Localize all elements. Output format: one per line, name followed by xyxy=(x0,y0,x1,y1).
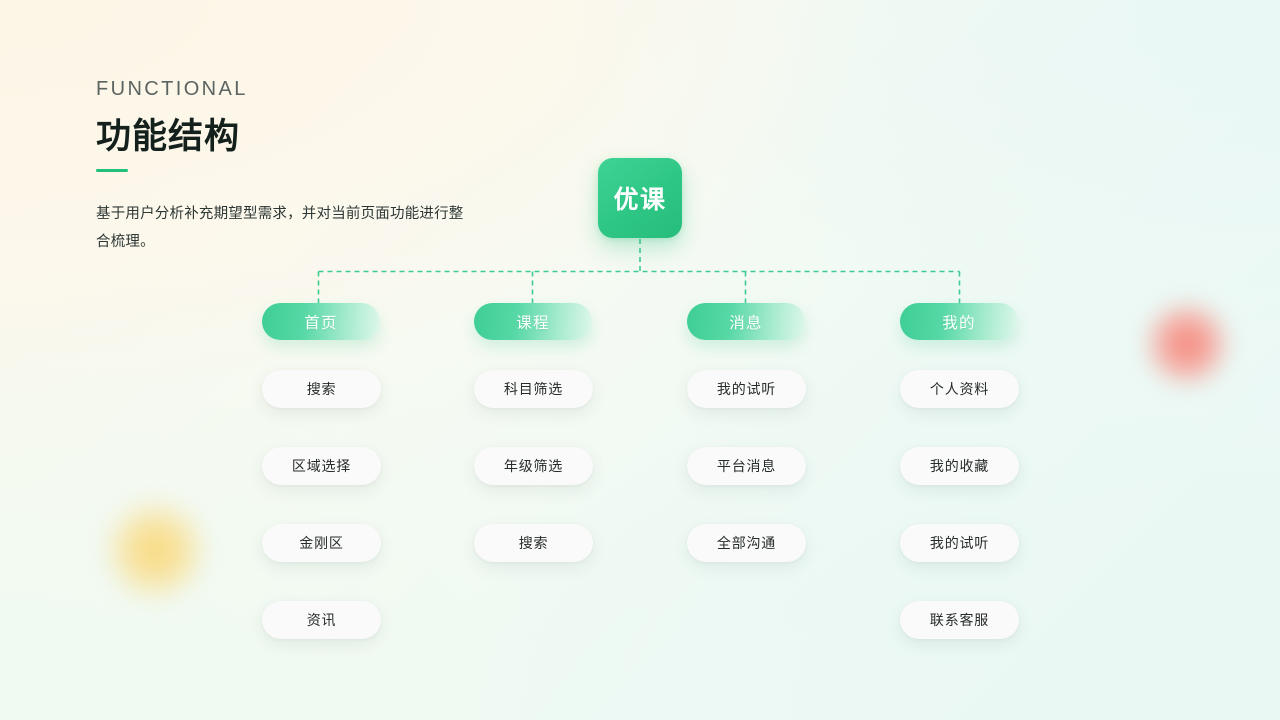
leaf-label: 搜索 xyxy=(306,381,337,397)
branch-node-home[interactable]: 首页 xyxy=(262,303,380,340)
leaf-label: 我的试听 xyxy=(716,381,777,397)
leaf-node[interactable]: 平台消息 xyxy=(687,447,806,485)
leaf-label: 资讯 xyxy=(306,612,337,628)
leaf-node[interactable]: 年级筛选 xyxy=(474,447,593,485)
leaf-node[interactable]: 个人资料 xyxy=(900,370,1019,408)
leaf-label: 年级筛选 xyxy=(503,458,564,474)
branch-column-courses: 课程 科目筛选 年级筛选 搜索 xyxy=(474,303,593,562)
leaf-list-courses: 科目筛选 年级筛选 搜索 xyxy=(474,370,593,562)
page-title: 功能结构 xyxy=(96,117,241,156)
branch-node-messages[interactable]: 消息 xyxy=(687,303,805,340)
branch-node-courses[interactable]: 课程 xyxy=(474,303,592,340)
leaf-label: 个人资料 xyxy=(929,381,990,397)
leaf-label: 区域选择 xyxy=(291,458,352,474)
page-subtitle: 基于用户分析补充期望型需求，并对当前页面功能进行整合梳理。 xyxy=(96,206,464,251)
leaf-label: 搜索 xyxy=(518,535,549,551)
leaf-label: 平台消息 xyxy=(716,458,777,474)
branch-node-mine[interactable]: 我的 xyxy=(900,303,1018,340)
leaf-node[interactable]: 科目筛选 xyxy=(474,370,593,408)
branch-label: 消息 xyxy=(729,314,763,332)
leaf-label: 联系客服 xyxy=(929,612,990,628)
leaf-list-messages: 我的试听 平台消息 全部沟通 xyxy=(687,370,806,562)
leaf-node[interactable]: 联系客服 xyxy=(900,601,1019,639)
leaf-node[interactable]: 我的试听 xyxy=(900,524,1019,562)
leaf-list-mine: 个人资料 我的收藏 我的试听 联系客服 xyxy=(900,370,1019,639)
leaf-node[interactable]: 搜索 xyxy=(474,524,593,562)
branch-column-home: 首页 搜索 区域选择 金刚区 资讯 xyxy=(262,303,381,639)
leaf-node[interactable]: 搜索 xyxy=(262,370,381,408)
root-node-label: 优课 xyxy=(613,186,667,214)
root-node[interactable]: 优课 xyxy=(598,158,682,238)
branch-column-messages: 消息 我的试听 平台消息 全部沟通 xyxy=(687,303,806,562)
leaf-node[interactable]: 全部沟通 xyxy=(687,524,806,562)
leaf-node[interactable]: 区域选择 xyxy=(262,447,381,485)
title-underline-rule xyxy=(96,169,128,173)
branch-column-mine: 我的 个人资料 我的收藏 我的试听 联系客服 xyxy=(900,303,1019,639)
leaf-label: 我的收藏 xyxy=(929,458,990,474)
leaf-node[interactable]: 我的收藏 xyxy=(900,447,1019,485)
branch-label: 首页 xyxy=(304,314,338,332)
leaf-label: 金刚区 xyxy=(299,535,344,551)
leaf-list-home: 搜索 区域选择 金刚区 资讯 xyxy=(262,370,381,639)
leaf-node[interactable]: 金刚区 xyxy=(262,524,381,562)
leaf-label: 科目筛选 xyxy=(503,381,564,397)
header-block: FUNCTIONAL 功能结构 基于用户分析补充期望型需求，并对当前页面功能进行… xyxy=(96,78,496,256)
leaf-node[interactable]: 我的试听 xyxy=(687,370,806,408)
branch-label: 课程 xyxy=(516,314,550,332)
leaf-label: 我的试听 xyxy=(929,535,990,551)
leaf-label: 全部沟通 xyxy=(716,535,777,551)
eyebrow-label: FUNCTIONAL xyxy=(96,78,248,100)
branch-label: 我的 xyxy=(942,314,976,332)
leaf-node[interactable]: 资讯 xyxy=(262,601,381,639)
